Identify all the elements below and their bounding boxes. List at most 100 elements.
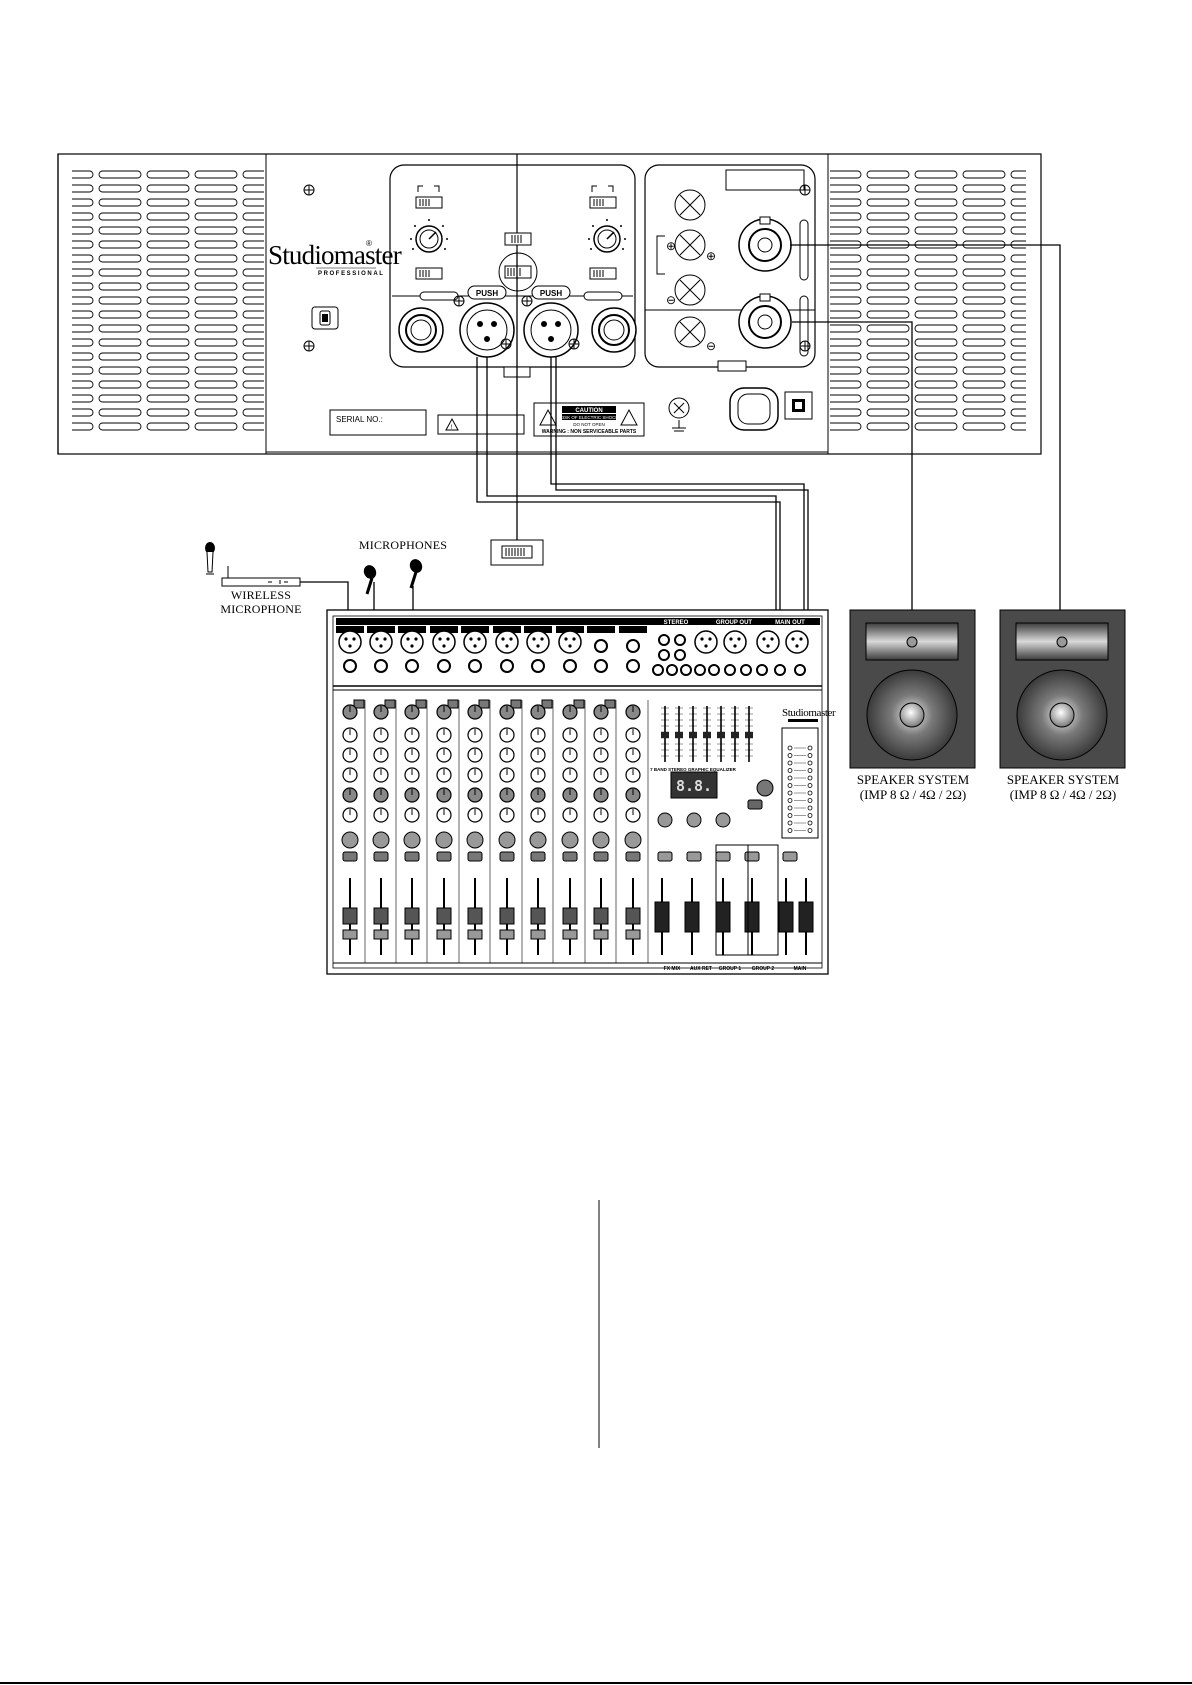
effects-preset-knob: [747, 779, 774, 810]
line-input-jack: [626, 659, 640, 673]
master-button: [715, 851, 731, 862]
stereo-return-jack: [658, 634, 670, 646]
channel-header: [398, 626, 426, 633]
speaker-right-label: SPEAKER SYSTEM (IMP 8 Ω / 4Ω / 2Ω): [988, 772, 1138, 802]
line-input-jack: [437, 659, 451, 673]
serial-number-plate: [329, 409, 427, 436]
solo-button: [593, 929, 609, 940]
mute-button: [342, 851, 358, 862]
amp-brand-sub: PROFESSIONAL: [318, 271, 385, 277]
group-fader: [778, 901, 794, 933]
pan-knob: [372, 831, 390, 849]
mute-button: [625, 851, 641, 862]
meter-led: [807, 775, 813, 781]
output-jack: [666, 664, 678, 676]
master-button: [686, 851, 702, 862]
mute-button: [530, 851, 546, 862]
svg-text:8.8.: 8.8.: [676, 777, 712, 795]
meter-led: [807, 768, 813, 773]
meter-led: [807, 805, 813, 811]
mute-button: [499, 851, 515, 862]
mute-button: [593, 851, 609, 862]
svg-text:⊕: ⊕: [666, 239, 676, 253]
line-input-jack: [343, 659, 357, 673]
right-vent-grille: [830, 170, 1026, 432]
output-jack: [694, 664, 706, 676]
channel-header: [619, 626, 647, 633]
pan-knob: [529, 831, 547, 849]
channel-header: [587, 626, 615, 633]
amp-brand-logo: Studiomaster: [268, 240, 402, 270]
section-label: GROUP 1: [719, 966, 742, 972]
volume-knob-right: [588, 219, 626, 253]
mute-button: [404, 851, 420, 862]
graphic-equalizer: 7 BAND STEREO GRAPHIC EQUALIZER: [650, 706, 753, 772]
solo-button: [467, 929, 483, 940]
pan-knob: [435, 831, 453, 849]
svg-text:®: ®: [366, 239, 372, 248]
meter-led: [807, 798, 813, 803]
channel-fader: [530, 907, 546, 925]
power-mode-switch: [311, 306, 339, 330]
line-input-jack: [626, 639, 640, 653]
meter-led: [787, 820, 793, 826]
meter-led: [787, 775, 793, 781]
stereo-return-jack: [674, 649, 686, 661]
channel-fader: [342, 907, 358, 925]
xlr-input-right: PUSH: [521, 285, 580, 358]
meter-led: [807, 760, 813, 766]
meter-led: [807, 790, 813, 796]
solo-button: [530, 929, 546, 940]
output-jack: [756, 664, 768, 676]
parallel-switch: [504, 265, 532, 279]
group-fader: [744, 901, 760, 933]
master-button: [782, 851, 798, 862]
output-jack: [708, 664, 720, 676]
channel-fader: [373, 907, 389, 925]
meter-led: [787, 790, 793, 796]
channel-fader: [562, 907, 578, 925]
mute-button: [436, 851, 452, 862]
svg-text:PUSH: PUSH: [476, 289, 498, 298]
speakon-output-b: [738, 293, 792, 349]
master-knob: [715, 812, 731, 828]
svg-text:⊖: ⊖: [706, 339, 716, 353]
mixer-input-row: [336, 626, 809, 676]
gain-button: [447, 699, 459, 709]
meter-led: [787, 783, 793, 788]
ground-terminal-icon: [668, 397, 690, 432]
microphone-icon: [363, 559, 423, 612]
solo-button: [436, 929, 452, 940]
stereo-return-jack: [658, 649, 670, 661]
amplifier-rear-panel: Studiomaster ® PROFESSIONAL: [57, 153, 1042, 455]
pan-knob: [498, 831, 516, 849]
meter-led: [807, 828, 813, 833]
volume-knob-left: [410, 219, 448, 253]
wireless-microphone: [205, 542, 349, 612]
svg-text:CAUTION: CAUTION: [575, 408, 602, 414]
xlr-input-left: PUSH: [453, 285, 515, 358]
xlr-input: [369, 630, 393, 654]
effects-display: 8.8.: [670, 771, 718, 799]
wireless-microphone-label: WIRELESS MICROPHONE: [206, 588, 316, 616]
solo-button: [373, 929, 389, 940]
meter-led: [807, 820, 813, 826]
section-label: FX MIX: [664, 966, 681, 972]
channel-fader: [404, 907, 420, 925]
xlr-output: [723, 630, 747, 654]
master-knob: [686, 812, 702, 828]
meter-led: [787, 768, 793, 773]
meter-led: [787, 745, 793, 751]
mode-switch-right: [589, 185, 617, 209]
channel-header: [493, 626, 521, 633]
xlr-output: [785, 630, 809, 654]
gain-button: [415, 699, 427, 709]
channel-fader: [436, 907, 452, 925]
speaker-right-line2: (IMP 8 Ω / 4Ω / 2Ω): [1009, 787, 1117, 802]
gain-button: [604, 699, 616, 709]
section-label: GROUP 2: [752, 966, 775, 972]
channel-header: [461, 626, 489, 633]
mixing-console: STEREO GROUP OUT MAIN OUT 7 BAND STEREO …: [326, 609, 836, 975]
xlr-input: [432, 630, 456, 654]
svg-text:RISK OF ELECTRIC SHOCK: RISK OF ELECTRIC SHOCK: [560, 415, 619, 420]
